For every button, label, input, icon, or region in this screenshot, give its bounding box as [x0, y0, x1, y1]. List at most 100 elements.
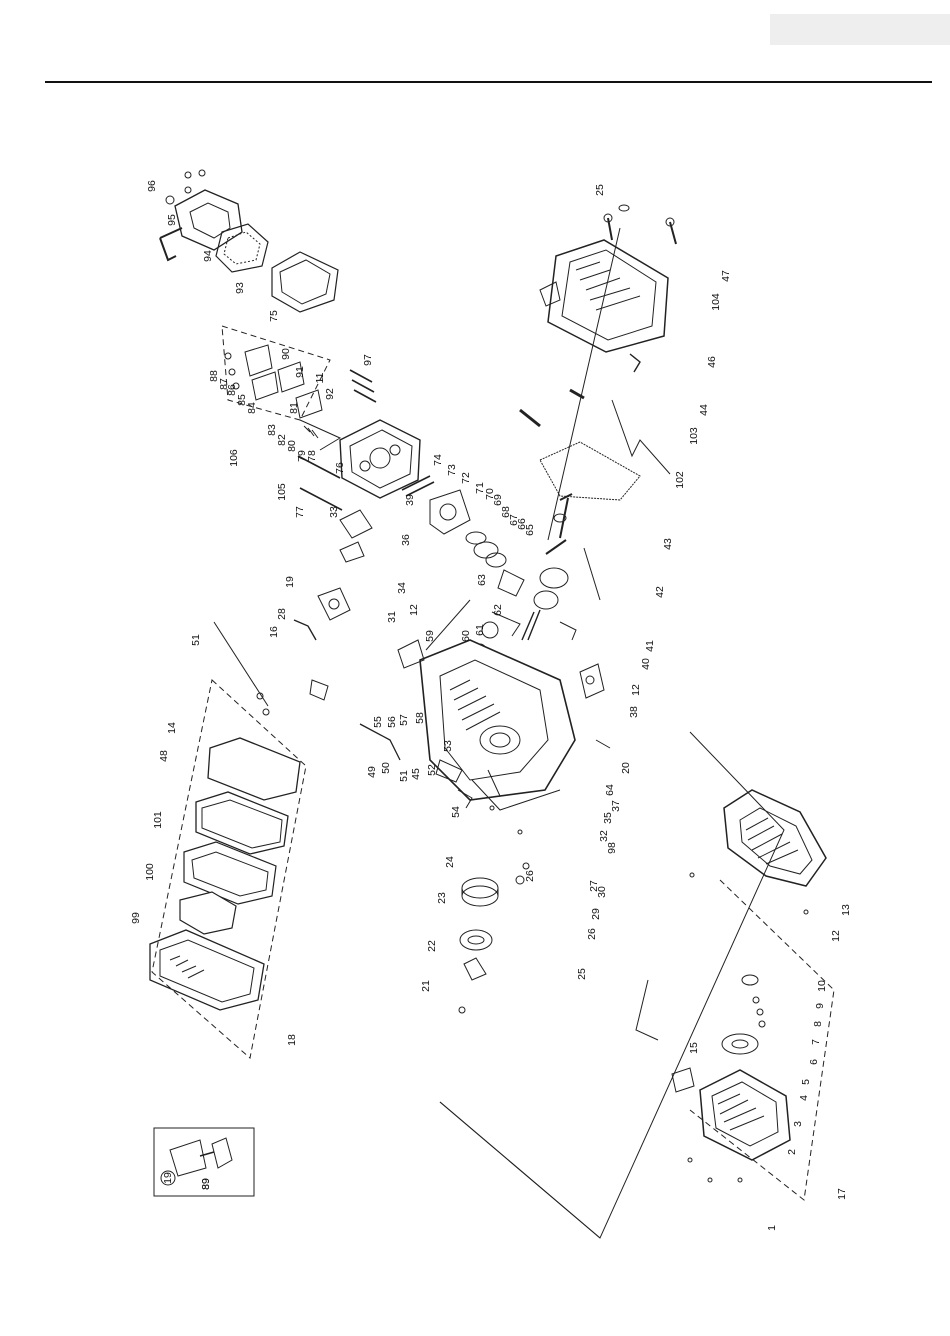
callout-label-43: 43 — [662, 538, 674, 550]
callout-label-65: 65 — [524, 524, 536, 536]
callout-label-2: 2 — [786, 1149, 798, 1155]
callout-label-79: 79 — [296, 450, 308, 462]
flywheel-group — [458, 862, 530, 1014]
callout-label-59: 59 — [424, 630, 436, 642]
crankcase-block — [419, 639, 576, 811]
callout-label-35: 35 — [602, 812, 614, 824]
callout-label-33: 33 — [328, 506, 340, 518]
callout-label-54: 54 — [450, 806, 462, 818]
callout-label-40: 40 — [640, 658, 652, 670]
callout-label-45: 45 — [410, 768, 422, 780]
callout-label-12-1: 12 — [408, 604, 420, 616]
callout-label-60: 60 — [460, 630, 472, 642]
callout-label-63: 63 — [476, 574, 488, 586]
callout-label-89-inset-ref: 89 — [200, 1178, 212, 1190]
callout-label-85: 85 — [236, 394, 248, 406]
callout-label-92: 92 — [324, 388, 336, 400]
callout-label-11: 11 — [314, 372, 326, 383]
callout-label-58: 58 — [414, 712, 426, 724]
callout-label-83: 83 — [266, 424, 278, 436]
callout-label-10: 10 — [816, 980, 828, 992]
callout-label-89: 89 — [200, 1178, 212, 1190]
callout-label-4: 4 — [798, 1095, 810, 1101]
carburetor-group — [293, 587, 463, 783]
callout-label-14: 14 — [166, 722, 178, 734]
callout-label-102: 102 — [674, 471, 686, 489]
callout-label-77: 77 — [294, 506, 306, 518]
callout-label-73: 73 — [446, 464, 458, 476]
callout-label-78: 78 — [306, 450, 318, 462]
leader-lines — [213, 227, 785, 1239]
callout-label-66: 66 — [516, 518, 528, 530]
callout-label-38: 38 — [628, 706, 640, 718]
callout-label-31: 31 — [386, 611, 398, 623]
callout-label-7: 7 — [810, 1039, 822, 1045]
callout-label-6: 6 — [808, 1059, 820, 1065]
callout-label-29: 29 — [590, 908, 602, 920]
callout-label-46: 46 — [706, 356, 718, 368]
callout-label-12-2: 12 — [630, 684, 642, 696]
recoil-starter-group — [671, 789, 827, 1161]
callout-label-103: 103 — [688, 427, 700, 445]
callout-label-15: 15 — [688, 1042, 700, 1054]
crankcase-cover — [519, 204, 677, 501]
callout-label-81: 81 — [288, 402, 300, 414]
header-rule — [45, 81, 932, 83]
callout-label-19-inset: 19 — [162, 1172, 174, 1184]
callout-label-106: 106 — [228, 449, 240, 467]
callout-label-99: 99 — [130, 912, 142, 924]
callout-label-32: 32 — [598, 830, 610, 842]
valve-cover-group — [159, 169, 339, 313]
callout-label-61: 61 — [474, 624, 486, 636]
callout-label-49: 49 — [366, 766, 378, 778]
ignition-parts — [457, 621, 611, 809]
callout-label-64: 64 — [604, 784, 616, 796]
callout-label-51-1: 51 — [190, 634, 202, 646]
callout-label-91: 91 — [294, 366, 306, 378]
callout-label-96: 96 — [146, 180, 158, 192]
callout-label-62: 62 — [492, 604, 504, 616]
callout-label-9: 9 — [814, 1003, 826, 1009]
callout-label-71: 71 — [474, 482, 486, 494]
callout-label-67: 67 — [508, 514, 520, 526]
callout-label-17: 17 — [836, 1188, 848, 1200]
callout-label-84: 84 — [246, 402, 258, 414]
callout-label-72: 72 — [460, 472, 472, 484]
callout-label-1: 1 — [766, 1225, 778, 1231]
callout-label-41: 41 — [644, 640, 656, 652]
callout-label-55: 55 — [372, 716, 384, 728]
callout-label-52: 52 — [426, 764, 438, 776]
callout-label-47: 47 — [720, 270, 732, 282]
callout-label-51-2: 51 — [398, 770, 410, 782]
callout-label-94: 94 — [202, 250, 214, 262]
callout-label-37: 37 — [610, 800, 622, 812]
callout-labels: 1234567891011121212131415161718192021222… — [130, 180, 852, 1231]
callout-label-68: 68 — [500, 506, 512, 518]
callout-label-27: 27 — [588, 880, 600, 892]
callout-label-82: 82 — [276, 434, 288, 446]
callout-label-20: 20 — [620, 762, 632, 774]
callout-label-80: 80 — [286, 440, 298, 452]
callout-label-42: 42 — [654, 586, 666, 598]
callout-label-97: 97 — [362, 354, 374, 366]
callout-label-98: 98 — [606, 842, 618, 854]
callout-label-86: 86 — [226, 384, 238, 396]
piston-assembly — [465, 531, 525, 657]
callout-label-70: 70 — [484, 488, 496, 500]
callout-label-13: 13 — [840, 904, 852, 916]
callout-label-22: 22 — [426, 940, 438, 952]
callout-label-19: 19 — [284, 576, 296, 588]
callout-label-24: 24 — [444, 856, 456, 868]
inset-box — [153, 1127, 255, 1197]
callout-label-5: 5 — [800, 1079, 812, 1085]
rocker-arm-parts — [224, 344, 342, 451]
callout-label-88: 88 — [208, 370, 220, 382]
callout-label-101: 101 — [152, 811, 164, 829]
callout-label-69: 69 — [492, 494, 504, 506]
callout-label-93: 93 — [234, 282, 246, 294]
air-cleaner-group — [149, 737, 301, 1011]
callout-label-48: 48 — [158, 750, 170, 762]
callout-label-87: 87 — [218, 378, 230, 390]
crankshaft — [521, 493, 573, 641]
